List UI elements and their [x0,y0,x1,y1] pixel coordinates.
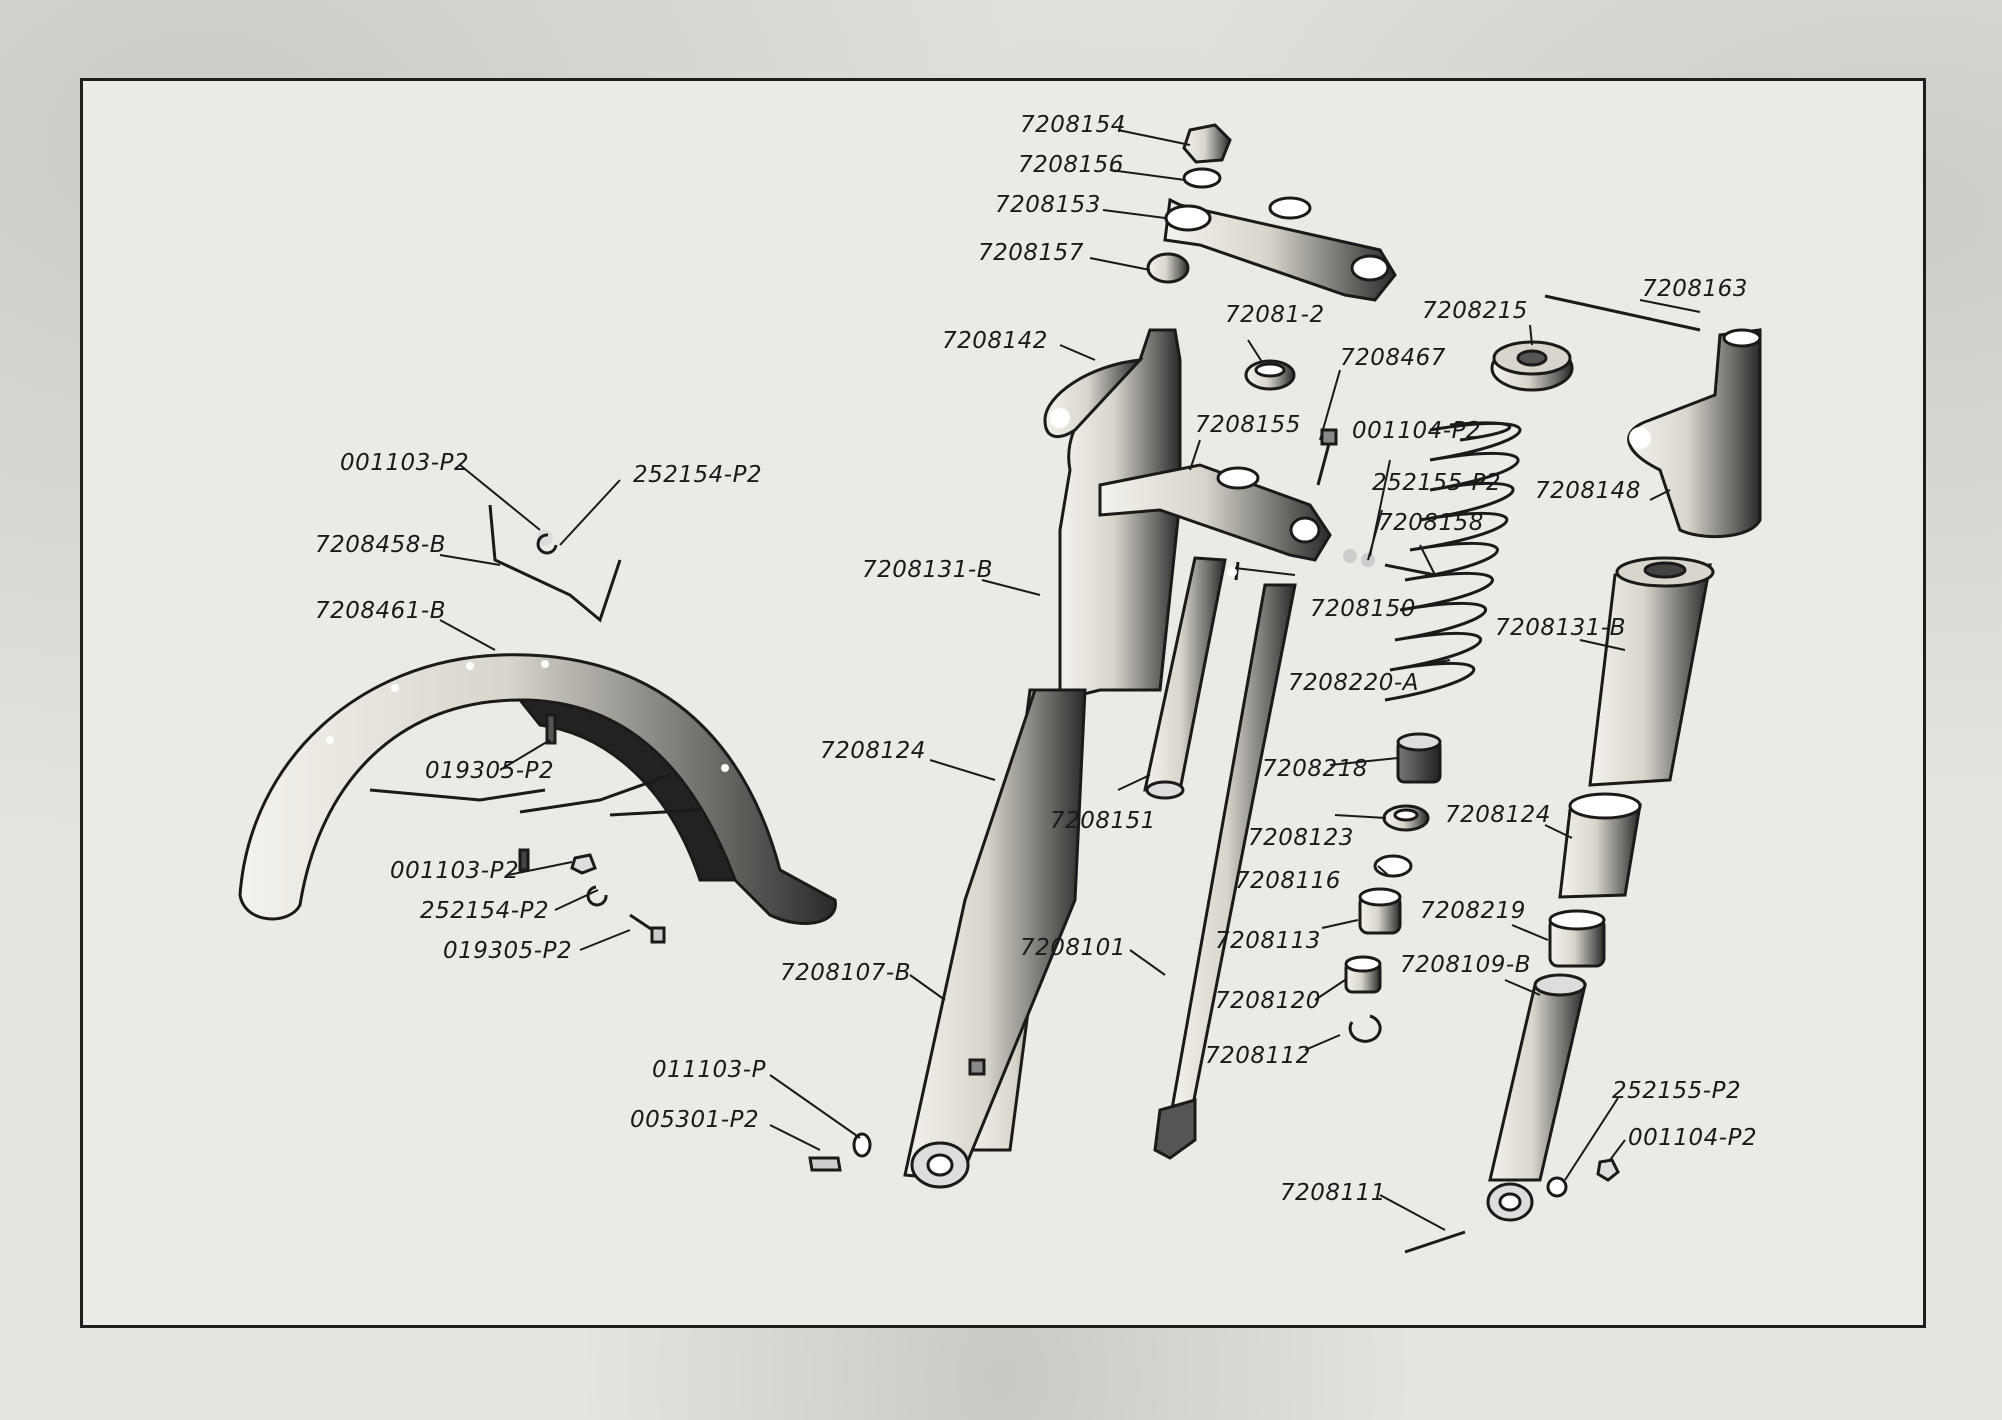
label-7208148: 7208148 [1535,478,1641,504]
leader-lines [439,129,1701,1231]
label-252154-p2-top: 252154-P2 [633,462,763,488]
label-7208116: 7208116 [1235,868,1341,894]
small-seal-ring [1244,359,1296,391]
label-001104-p2-top: 001104-P2 [1352,418,1482,444]
label-7208158: 7208158 [1378,510,1484,536]
right-slider [1486,973,1587,1222]
label-7208101: 7208101 [1020,935,1126,961]
label-019305-p2-top: 019305-P2 [425,758,555,784]
bottom-bush [1344,955,1382,994]
label-7208156: 7208156 [1018,152,1124,178]
label-7208218: 7208218 [1262,756,1368,782]
label-7208131-b-right: 7208131-B [1495,615,1627,641]
label-7208163: 7208163 [1642,276,1748,302]
label-7208151: 7208151 [1050,808,1156,834]
label-7208220-a: 7208220-A [1288,670,1419,696]
inner-guide-tube [1143,556,1227,800]
label-7208458-b: 7208458-B [315,532,447,558]
right-fork-ring [1548,909,1606,968]
label-7208131-b-left: 7208131-B [862,557,994,583]
fender-bracket [488,504,622,623]
label-7208154: 7208154 [1020,112,1126,138]
label-252155-p2-top: 252155-P2 [1372,470,1502,496]
top-nut [1182,123,1232,189]
left-fork-leg [903,328,1182,1189]
fork-washer [1373,854,1413,878]
spring-seat-bushing [1396,732,1442,784]
label-7208150: 7208150 [1310,596,1416,622]
label-252155-p2-bottom: 252155-P2 [1612,1078,1742,1104]
label-7208124-left: 7208124 [820,738,926,764]
front-fender [238,653,837,925]
slider-hardware [808,1132,1620,1198]
label-7208123: 7208123 [1248,825,1354,851]
label-7208219: 7208219 [1420,898,1526,924]
upper-crown-clamp [1163,196,1397,302]
label-7208120: 7208120 [1215,988,1321,1014]
label-7208461-b: 7208461-B [315,598,447,624]
label-7208155: 7208155 [1195,412,1301,438]
label-011103-p: 011103-P [652,1057,766,1083]
label-7208142: 7208142 [942,328,1048,354]
label-005301-p2: 005301-P2 [630,1107,760,1133]
axle-pin [1404,1230,1466,1254]
label-7208113: 7208113 [1215,928,1321,954]
fork-spring [1384,421,1522,702]
fender-small-hardware [518,530,666,944]
label-7208109-b: 7208109-B [1400,952,1532,978]
label-72081-2: 72081-2 [1225,302,1325,328]
label-7208107-b: 7208107-B [780,960,912,986]
spring-washers-and-bolt [1227,549,1436,577]
fork-stanchion [1153,561,1297,1160]
label-252154-p2-bottom: 252154-P2 [420,898,550,924]
long-rod [1544,294,1701,332]
label-7208215: 7208215 [1422,298,1528,324]
label-7208153: 7208153 [995,192,1101,218]
label-7208111: 7208111 [1280,1180,1386,1206]
spacer-ring [1146,252,1190,284]
lower-bush [1358,887,1402,935]
right-fork-tube [1558,792,1642,899]
circlip [1348,1014,1382,1043]
bearing-cup [1490,340,1574,392]
label-001103-p2-bottom: 001103-P2 [390,858,520,884]
label-7208157: 7208157 [978,240,1084,266]
label-019305-p2-bottom: 019305-P2 [443,938,573,964]
label-7208112: 7208112 [1205,1043,1311,1069]
right-fork-cover [1588,556,1715,787]
label-7208124-right: 7208124 [1445,802,1551,828]
label-001104-p2-bottom: 001104-P2 [1628,1125,1758,1151]
headlamp-bracket [1627,328,1762,539]
label-7208467: 7208467 [1340,345,1446,371]
fork-seal-ring [1382,804,1430,832]
lower-crown-clamp [1098,463,1332,562]
label-001103-p2-top: 001103-P2 [340,450,470,476]
clamp-bolt [1316,428,1338,486]
fender-stays [369,773,701,817]
